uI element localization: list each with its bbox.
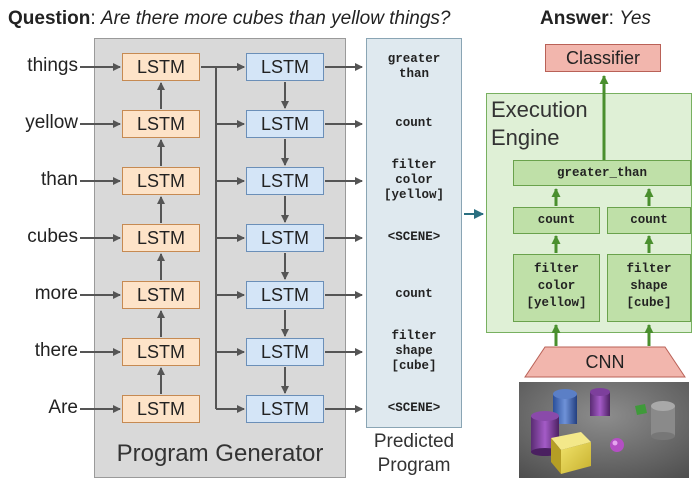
- input-word-0: things: [27, 55, 78, 76]
- question-sep: :: [90, 8, 101, 29]
- purple-cylinder-front-top: [531, 411, 559, 421]
- decoder-lstm-6: LSTM: [246, 395, 324, 423]
- decoder-lstm-4: LSTM: [246, 281, 324, 309]
- encoder-lstm-1: LSTM: [122, 110, 200, 138]
- module-count-left: count: [513, 207, 600, 234]
- purple-cylinder-back: [590, 392, 610, 416]
- module-greater-than: greater_than: [513, 160, 691, 186]
- green-cube: [635, 404, 647, 415]
- execution-arrows: [551, 75, 654, 346]
- program-token-3: <SCENE>: [366, 230, 462, 245]
- predicted-title-line1: Predicted: [373, 431, 455, 452]
- program-token-0-line-1: than: [398, 66, 429, 81]
- input-word-3: cubes: [27, 226, 78, 247]
- program-token-5-line-0: filter: [391, 329, 437, 343]
- program-token-2-line-1: color: [395, 173, 433, 187]
- program-token-1-line-0: count: [395, 116, 433, 130]
- input-word-4: more: [34, 283, 78, 304]
- encoder-lstm-6: LSTM: [122, 395, 200, 423]
- exec-title-line1: Execution: [491, 97, 588, 122]
- program-token-5-line-1: shape: [395, 344, 433, 358]
- encoder-lstm-5: LSTM: [122, 338, 200, 366]
- encoder-lstm-2: LSTM: [122, 167, 200, 195]
- module-count-right: count: [607, 207, 691, 234]
- program-token-2-line-0: filter: [391, 158, 437, 172]
- answer-header: Answer: Yes: [540, 8, 690, 34]
- predicted-program-title: Predicted Program: [356, 430, 472, 478]
- program-token-4: count: [366, 287, 462, 302]
- filter-right-line2: shape: [630, 279, 668, 293]
- cnn-label: CNN: [585, 352, 625, 372]
- answer-label: Answer: [540, 8, 609, 29]
- module-filter-color: filter color [yellow]: [513, 254, 600, 322]
- gray-cylinder-top: [651, 401, 675, 411]
- answer-text: Yes: [619, 8, 651, 29]
- filter-left-line1: filter: [533, 262, 579, 276]
- decoder-lstm-5: LSTM: [246, 338, 324, 366]
- filter-right-line3: [cube]: [626, 296, 672, 310]
- program-token-1: count: [366, 116, 462, 131]
- program-token-3-line-0: <SCENE>: [387, 230, 441, 244]
- encoder-lstm-3: LSTM: [122, 224, 200, 252]
- encoder-lstm-4: LSTM: [122, 281, 200, 309]
- purple-sphere-highlight: [612, 440, 618, 446]
- decoder-lstm-0: LSTM: [246, 53, 324, 81]
- filter-left-line3: [yellow]: [526, 296, 587, 310]
- purple-sphere: [610, 438, 624, 452]
- decoder-lstm-3: LSTM: [246, 224, 324, 252]
- input-word-5: there: [34, 340, 78, 361]
- question-label: Question: [8, 8, 91, 29]
- program-token-6-line-0: <SCENE>: [387, 401, 441, 415]
- question-text: Are there more cubes than yellow things?: [100, 8, 451, 29]
- input-word-6: Are: [48, 397, 78, 418]
- program-generator-title: Program Generator: [116, 440, 324, 467]
- exec-title-line2: Engine: [491, 125, 560, 150]
- yellow-cube-front: [561, 442, 591, 474]
- module-filter-shape: filter shape [cube]: [607, 254, 691, 322]
- filter-right-line1: filter: [626, 262, 672, 276]
- execution-engine-title: Execution Engine: [491, 96, 631, 152]
- answer-sep: :: [608, 8, 620, 29]
- cnn-shape: [524, 346, 686, 378]
- blue-cylinder-top: [553, 389, 577, 399]
- encoder-lstm-0: LSTM: [122, 53, 200, 81]
- program-token-2-line-2: [yellow]: [383, 188, 444, 202]
- program-token-4-line-0: count: [395, 287, 433, 301]
- decoder-lstm-2: LSTM: [246, 167, 324, 195]
- scene-image: [519, 382, 689, 478]
- filter-left-line2: color: [537, 279, 576, 293]
- predicted-title-line2: Program: [377, 455, 451, 476]
- program-token-5-line-2: [cube]: [391, 359, 437, 373]
- question-header: Question: Are there more cubes than yell…: [8, 8, 488, 34]
- decoder-lstm-1: LSTM: [246, 110, 324, 138]
- purple-cylinder-back-top: [590, 388, 610, 396]
- yellow-cube-left: [551, 438, 561, 474]
- predicted-program-panel: [366, 38, 462, 428]
- yellow-cube-top: [551, 432, 591, 450]
- input-word-2: than: [41, 169, 78, 190]
- program-token-6: <SCENE>: [366, 401, 462, 416]
- input-word-1: yellow: [25, 112, 78, 133]
- program-token-0-line-0: greater: [387, 51, 441, 66]
- gray-cylinder-bottom: [651, 432, 675, 440]
- classifier-box: Classifier: [545, 44, 661, 72]
